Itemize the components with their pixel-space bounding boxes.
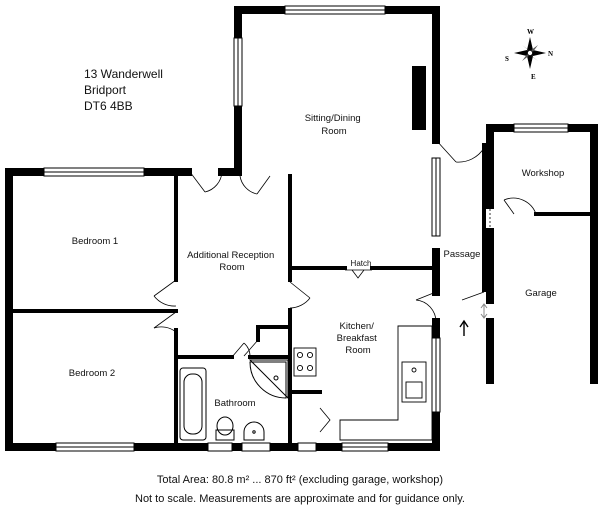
room-label-kitchen: Kitchen/ Breakfast Room [337, 321, 380, 356]
compass-rose-icon: W N S E [505, 28, 553, 81]
wall-pier [412, 66, 426, 130]
compass-label-north: N [548, 50, 553, 58]
room-label-bedroom-2: Bedroom 2 [69, 368, 115, 379]
bathtub-icon [179, 367, 207, 441]
room-label-garage: Garage [525, 288, 557, 299]
total-area-text: Total Area: 80.8 m² ... 870 ft² (excludi… [156, 474, 444, 486]
room-label-additional-reception: Additional Reception Room [187, 250, 277, 273]
doors [153, 139, 537, 433]
room-label-bedroom-1: Bedroom 1 [72, 236, 118, 247]
compass-label-west: W [527, 28, 534, 36]
walls [5, 6, 598, 451]
compass-label-east: E [531, 73, 536, 81]
kitchen-hob-icon [293, 347, 317, 377]
address-line-street: 13 Wanderwell [84, 67, 163, 81]
room-label-workshop: Workshop [522, 168, 565, 179]
hatch-label: Hatch [351, 259, 372, 268]
garage-door-arrow-icon [480, 303, 488, 319]
windows [43, 5, 569, 452]
wash-basin-icon [243, 421, 265, 441]
toilet-icon [215, 416, 235, 441]
entrance-arrow-icon [459, 319, 469, 336]
interior-walls [7, 143, 596, 449]
kitchen-worktop [339, 325, 433, 441]
disclaimer-text: Not to scale. Measurements are approxima… [135, 493, 465, 505]
address-line-postcode: DT6 4BB [84, 99, 133, 113]
room-label-bathroom: Bathroom [214, 398, 255, 409]
compass-label-south: S [505, 55, 509, 63]
hatch-icon [345, 269, 372, 279]
room-labels: Sitting/Dining Room Bedroom 1 Bedroom 2 … [69, 113, 565, 409]
room-label-sitting-dining: Sitting/Dining Room [305, 113, 364, 137]
shower-tray-icon [248, 359, 289, 400]
room-label-passage: Passage [444, 249, 481, 260]
address-line-town: Bridport [84, 83, 127, 97]
property-address: 13 Wanderwell Bridport DT6 4BB [84, 66, 163, 114]
